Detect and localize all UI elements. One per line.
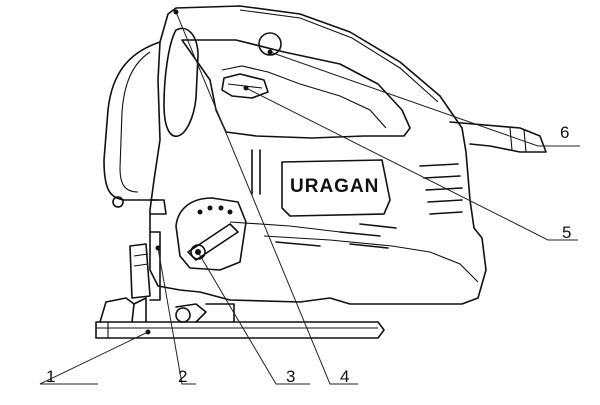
lock-button bbox=[258, 32, 282, 56]
brand-plate: URAGAN bbox=[281, 159, 391, 217]
blade-guide bbox=[99, 297, 235, 323]
base-plate bbox=[95, 321, 385, 339]
callout-3: 3 bbox=[286, 367, 295, 386]
vent-slots bbox=[275, 163, 463, 249]
callout-1: 1 bbox=[46, 367, 55, 386]
callout-5: 5 bbox=[562, 223, 571, 242]
brand-text: URAGAN bbox=[290, 176, 379, 197]
leader-lines bbox=[39, 11, 580, 385]
callout-4: 4 bbox=[340, 367, 349, 386]
callout-6: 6 bbox=[560, 123, 569, 142]
motor-housing bbox=[103, 5, 547, 305]
orbital-selector bbox=[175, 197, 247, 271]
callout-dots bbox=[145, 9, 273, 335]
blade-holder bbox=[112, 149, 261, 301]
callout-2: 2 bbox=[178, 367, 187, 386]
callout-labels: 1 2 3 4 5 6 bbox=[46, 123, 571, 386]
